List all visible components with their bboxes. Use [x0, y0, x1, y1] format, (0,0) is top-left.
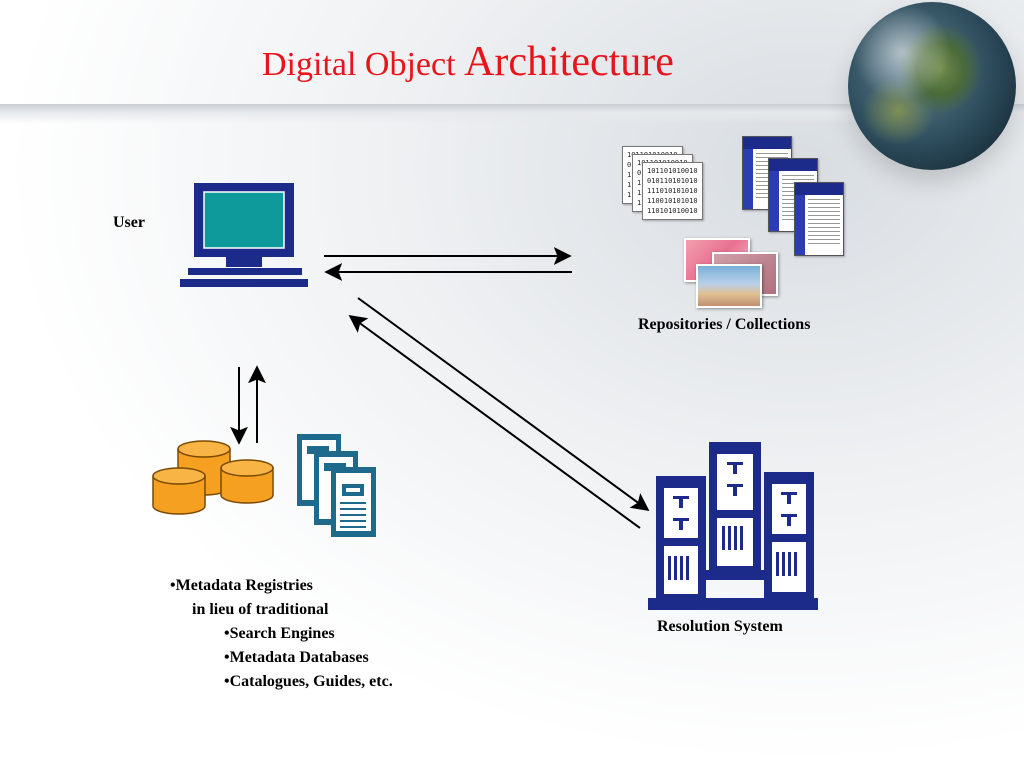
user-label: User	[113, 214, 145, 231]
binary-line: 101101010010	[647, 167, 698, 175]
binary-line: 110101010010	[647, 207, 698, 215]
document-stack-icon	[297, 434, 376, 537]
image-icon	[696, 264, 762, 308]
web-page-icon	[794, 182, 844, 256]
list-item: •Metadata Databases	[224, 649, 369, 666]
binary-document-icon: 101101010010 010110101010 111010101010 1…	[642, 162, 703, 220]
arrow-resolution-to-user	[348, 314, 641, 529]
page-title: Digital Object Architecture	[262, 38, 674, 86]
arrow-user-to-resolution	[357, 297, 650, 512]
server-icon	[648, 442, 818, 610]
list-item: in lieu of traditional	[192, 601, 329, 618]
repositories-label: Repositories / Collections	[638, 316, 811, 333]
computer-icon	[180, 183, 308, 287]
binary-line: 110010101010	[647, 197, 698, 205]
list-item: •Search Engines	[224, 625, 335, 642]
metadata-list: •Metadata Registries in lieu of traditio…	[170, 574, 393, 694]
binary-line: 111010101010	[647, 187, 698, 195]
title-part2: Architecture	[464, 39, 674, 85]
list-item: •Catalogues, Guides, etc.	[224, 673, 393, 690]
list-item: •Metadata Registries	[170, 577, 313, 594]
header-band	[0, 104, 1024, 124]
database-icon	[152, 440, 274, 515]
globe-icon	[848, 2, 1016, 170]
binary-line: 010110101010	[647, 177, 698, 185]
title-part1: Digital Object	[262, 46, 465, 83]
resolution-system-label: Resolution System	[657, 618, 783, 635]
